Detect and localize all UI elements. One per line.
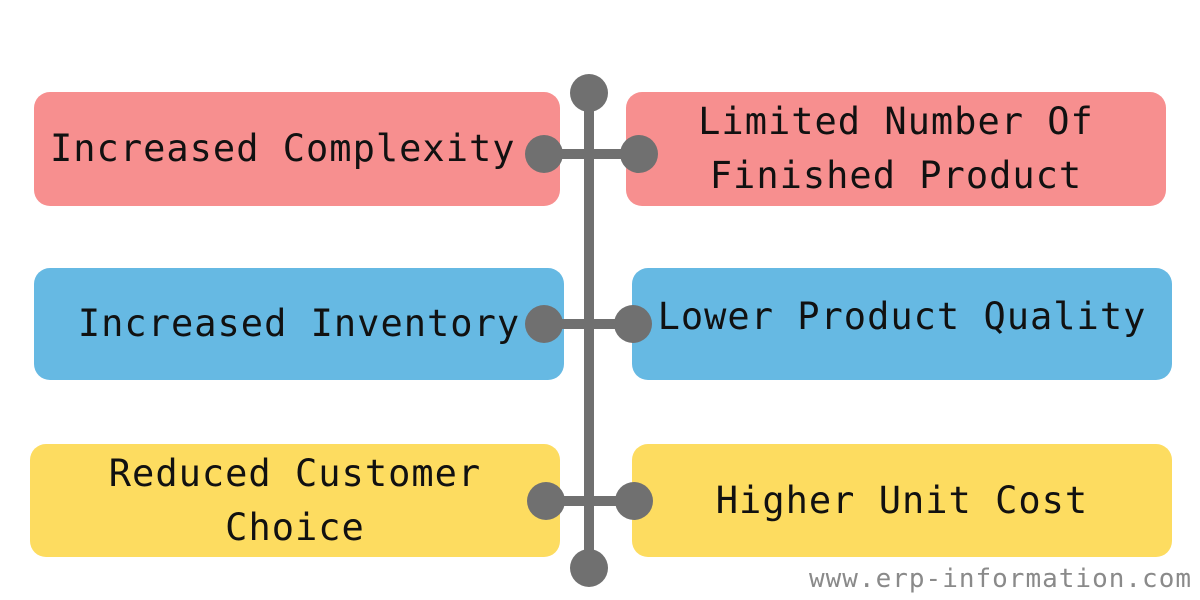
box-limited-number-line-1: Limited Number Of	[698, 100, 1094, 143]
box-lower-product-quality: Lower Product Quality	[632, 268, 1172, 380]
spine-bottom-dot	[570, 549, 608, 587]
connector-dot-row-3-right	[615, 482, 653, 520]
box-limited-number-of-finished-product: Limited Number Of Finished Product	[626, 92, 1166, 206]
box-reduced-customer-choice: Reduced Customer Choice	[30, 444, 560, 557]
box-increased-inventory: Increased Inventory	[34, 268, 564, 380]
box-reduced-customer-line-1: Reduced Customer	[108, 451, 482, 495]
connector-arm-row-3	[544, 496, 638, 506]
box-increased-inventory-label: Increased Inventory	[77, 302, 521, 345]
connector-dot-row-1-right	[620, 135, 658, 173]
box-lower-product-quality-label: Lower Product Quality	[657, 295, 1147, 338]
box-reduced-customer-line-2: Choice	[225, 505, 365, 549]
spine-top-dot	[570, 74, 608, 112]
watermark-url: www.erp-information.com	[808, 564, 1192, 594]
connector-dot-row-3-left	[527, 482, 565, 520]
connector-arm-row-1	[544, 149, 638, 159]
connector-spine	[584, 92, 594, 570]
connector-arm-row-2	[544, 319, 638, 329]
connector-dot-row-2-left	[525, 305, 563, 343]
box-higher-unit-cost-label: Higher Unit Cost	[715, 478, 1089, 522]
box-increased-complexity-label: Increased Complexity	[50, 127, 516, 170]
connector-dot-row-2-right	[614, 305, 652, 343]
box-higher-unit-cost: Higher Unit Cost	[632, 444, 1172, 557]
connector-dot-row-1-left	[525, 135, 563, 173]
box-limited-number-line-2: Finished Product	[709, 154, 1083, 197]
box-increased-complexity: Increased Complexity	[34, 92, 560, 206]
